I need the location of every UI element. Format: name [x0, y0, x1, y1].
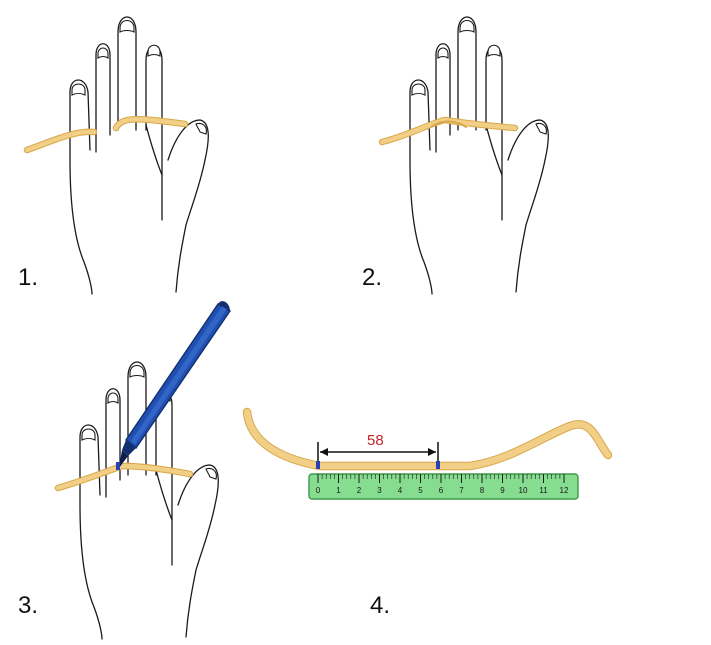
paper-strip-wrapped-fill: [379, 117, 518, 145]
paper-strip-left-end-fill: [24, 129, 97, 153]
ruler-tick-label: 3: [377, 486, 382, 495]
ruler-tick-label: 1: [336, 486, 341, 495]
ruler-tick-label: 8: [480, 486, 485, 495]
ruler-tick-label: 4: [398, 486, 403, 495]
marker-pen-icon: [119, 301, 232, 468]
measurement-value: 58: [367, 432, 384, 449]
step-2-label: 2.: [362, 264, 382, 291]
ruler-tick-label: 9: [500, 486, 505, 495]
ruler-tick-label: 2: [357, 486, 362, 495]
paper-strip-wrapped: [378, 116, 519, 146]
ruler-tick-label: 5: [418, 486, 423, 495]
ruler-body: [308, 473, 579, 500]
step-3-panel: 3.: [18, 301, 232, 640]
ruler-tick-label: 6: [439, 486, 444, 495]
step-4-label: 4.: [370, 592, 390, 619]
pen-mark: [116, 462, 120, 470]
step-2-panel: 2.: [362, 16, 549, 295]
hand-outline-icon: [69, 16, 209, 295]
ruler-tick-label: 0: [316, 486, 321, 495]
step-1-label: 1.: [18, 264, 38, 291]
step-1-panel: 1.: [18, 16, 209, 295]
mark-end: [436, 461, 440, 469]
hand-outline-icon: [79, 361, 219, 640]
mark-start: [316, 461, 320, 469]
ruler-tick-label: 10: [519, 486, 528, 495]
hand-outline-icon: [409, 16, 549, 295]
paper-strip-right-end-fill: [113, 116, 188, 131]
paper-strip-overlap: [431, 120, 467, 128]
ruler-tick-label: 7: [459, 486, 464, 495]
ruler-tick-label: 11: [539, 486, 548, 495]
step-3-label: 3.: [18, 592, 38, 619]
ruler-tick-label: 12: [560, 486, 569, 495]
paper-strip-wrapped-fill: [55, 463, 193, 491]
paper-strip-flat: [242, 407, 613, 471]
paper-strip-flat-fill: [243, 408, 612, 470]
